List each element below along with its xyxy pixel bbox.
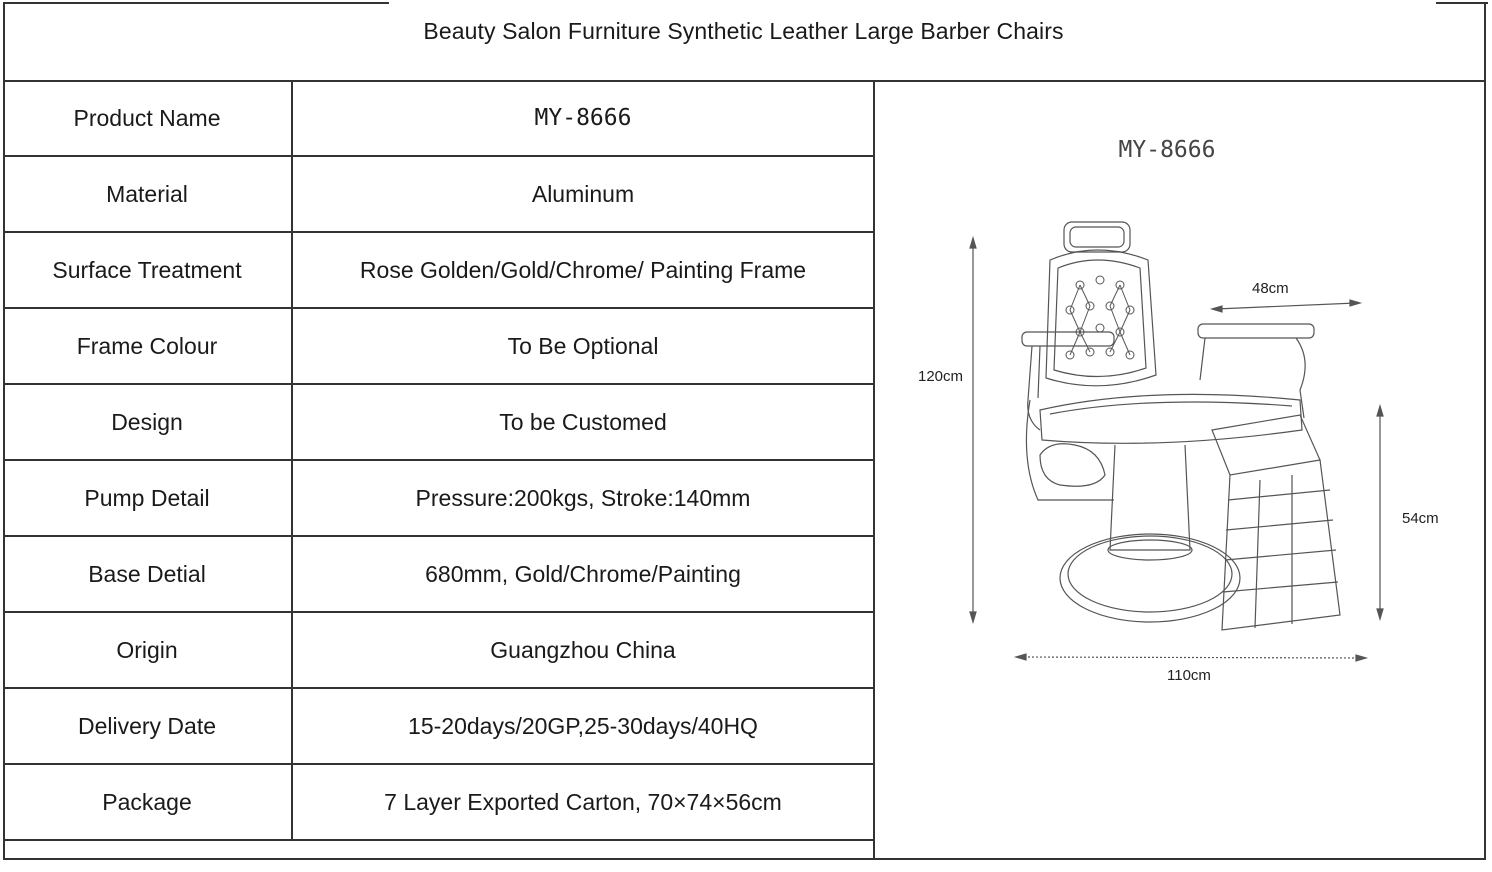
table-row: Surface Treatment Rose Golden/Gold/Chrom…: [3, 231, 875, 309]
spec-table: Product Name MY-8666 Material Aluminum S…: [3, 81, 875, 841]
spec-label: Design: [3, 383, 293, 461]
arm-width-dimension-arrow: [1209, 299, 1363, 313]
spec-value: 15-20days/20GP,25-30days/40HQ: [291, 687, 875, 765]
length-dimension-label: 110cm: [1167, 667, 1211, 684]
seat-height-dimension-arrow: [1376, 403, 1384, 622]
spec-label: Product Name: [3, 81, 293, 157]
spec-value: 680mm, Gold/Chrome/Painting: [291, 535, 875, 613]
spec-value: MY-8666: [291, 81, 875, 157]
height-dimension-arrow: [969, 235, 977, 625]
top-border-left: [3, 2, 389, 4]
page-title: Beauty Salon Furniture Synthetic Leather…: [423, 18, 1064, 44]
table-row: Origin Guangzhou China: [3, 611, 875, 689]
spec-value: To Be Optional: [291, 307, 875, 385]
table-row: Frame Colour To Be Optional: [3, 307, 875, 385]
side-frame: [1025, 399, 1114, 501]
barber-chair-drawing: [969, 221, 1384, 662]
spec-value: Aluminum: [291, 155, 875, 233]
drawing-model-label: MY-8666: [1118, 137, 1216, 163]
table-row: Material Aluminum: [3, 155, 875, 233]
height-dimension-label: 120cm: [918, 368, 964, 385]
table-row: Pump Detail Pressure:200kgs, Stroke:140m…: [3, 459, 875, 537]
spec-value: 7 Layer Exported Carton, 70×74×56cm: [291, 763, 875, 841]
spec-label: Base Detial: [3, 535, 293, 613]
spec-label: Frame Colour: [3, 307, 293, 385]
chair-base: [1059, 533, 1241, 623]
spec-label: Delivery Date: [3, 687, 293, 765]
spec-label: Origin: [3, 611, 293, 689]
panel-divider: [873, 81, 875, 860]
hydraulic-pump: [1107, 444, 1193, 561]
spec-value: Rose Golden/Gold/Chrome/ Painting Frame: [291, 231, 875, 309]
backrest: [1045, 249, 1157, 387]
arm-width-dimension-label: 48cm: [1252, 280, 1289, 297]
seat-height-dimension-label: 54cm: [1402, 510, 1439, 527]
spec-label: Material: [3, 155, 293, 233]
spec-label: Package: [3, 763, 293, 841]
spec-value: To be Customed: [291, 383, 875, 461]
table-row: Delivery Date 15-20days/20GP,25-30days/4…: [3, 687, 875, 765]
table-row: Package 7 Layer Exported Carton, 70×74×5…: [3, 763, 875, 841]
spec-label: Surface Treatment: [3, 231, 293, 309]
left-armrest: [1021, 331, 1115, 431]
table-row: Design To be Customed: [3, 383, 875, 461]
table-row: Product Name MY-8666: [3, 81, 875, 157]
seat-cushion: [1039, 393, 1303, 444]
spec-value: Pressure:200kgs, Stroke:140mm: [291, 459, 875, 537]
length-dimension-arrow: [1013, 653, 1369, 662]
headrest: [1063, 221, 1131, 253]
right-armrest: [1197, 323, 1315, 419]
footrest: [1211, 414, 1341, 631]
table-row: Base Detial 680mm, Gold/Chrome/Painting: [3, 535, 875, 613]
spec-value: Guangzhou China: [291, 611, 875, 689]
top-border-right: [1436, 2, 1488, 4]
spec-label: Pump Detail: [3, 459, 293, 537]
